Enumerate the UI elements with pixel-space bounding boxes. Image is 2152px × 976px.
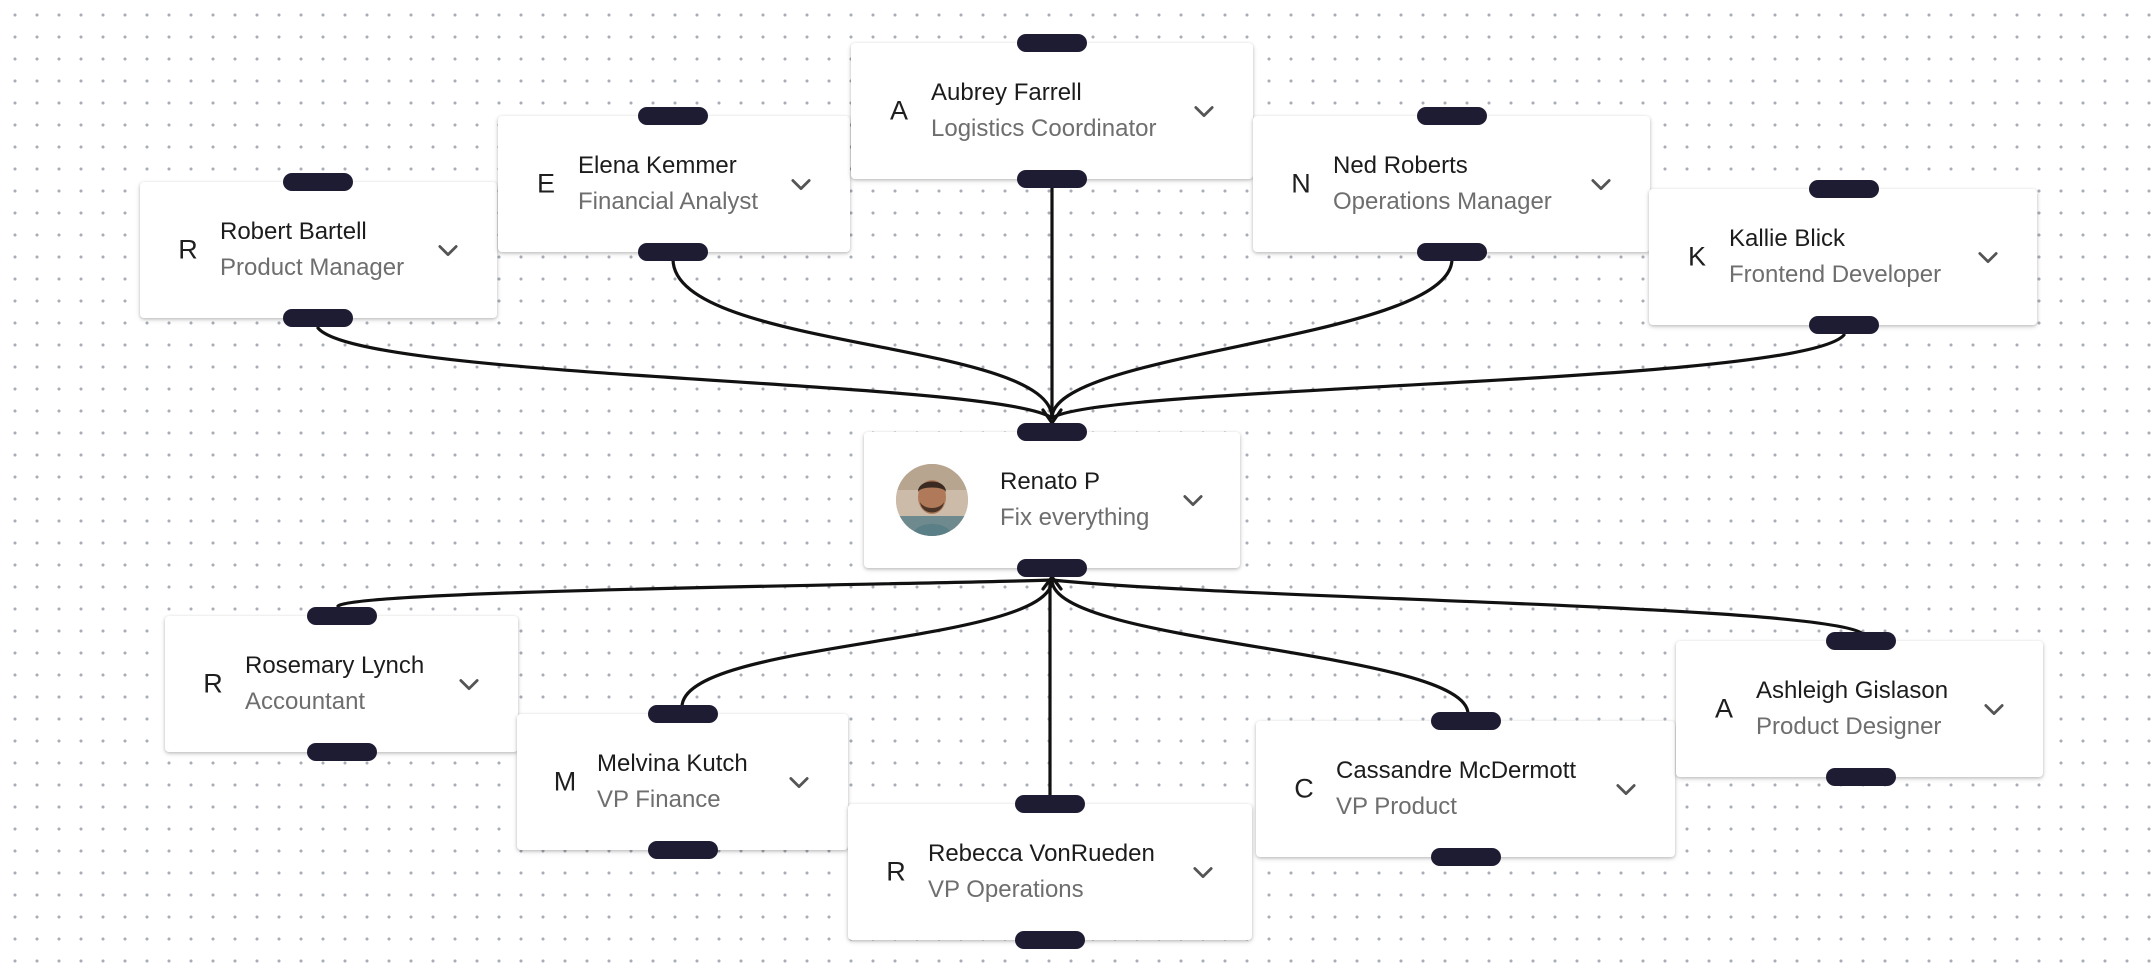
edge-ned-roberts (1050, 257, 1454, 420)
org-node[interactable]: R Robert Bartell Product Manager (140, 173, 497, 327)
node-name: Elena Kemmer (578, 152, 737, 179)
source-handle[interactable] (1431, 848, 1501, 866)
edge-elena-kemmer (671, 257, 1054, 420)
avatar-initial: M (553, 766, 577, 797)
source-handle[interactable] (1017, 559, 1087, 577)
chevron-down-icon[interactable] (1587, 170, 1615, 198)
avatar-initial: R (203, 668, 223, 699)
org-node[interactable]: M Melvina Kutch VP Finance (517, 705, 848, 859)
edge-kallie-blick (1050, 333, 1846, 420)
node-title: VP Finance (597, 786, 721, 813)
node-name: Rosemary Lynch (245, 652, 425, 679)
source-handle[interactable] (1809, 316, 1879, 334)
avatar-initial: R (886, 856, 906, 887)
target-handle[interactable] (283, 173, 353, 191)
profile-photo-icon (896, 464, 968, 536)
target-handle[interactable] (1015, 795, 1085, 813)
node-name: Ashleigh Gislason (1756, 677, 1949, 704)
target-handle[interactable] (1017, 423, 1087, 441)
node-name: Melvina Kutch (597, 750, 748, 777)
avatar-photo (896, 464, 968, 536)
target-handle[interactable] (1431, 712, 1501, 730)
chevron-down-icon[interactable] (1190, 97, 1218, 125)
target-handle[interactable] (648, 705, 718, 723)
node-name: Aubrey Farrell (931, 79, 1082, 106)
target-handle[interactable] (1809, 180, 1879, 198)
source-handle[interactable] (648, 841, 718, 859)
source-handle[interactable] (307, 743, 377, 761)
source-handle[interactable] (1017, 170, 1087, 188)
node-title: Logistics Coordinator (931, 115, 1157, 142)
avatar-initial: A (889, 95, 908, 126)
source-handle[interactable] (1417, 243, 1487, 261)
org-node[interactable]: K Kallie Blick Frontend Developer (1649, 180, 2037, 334)
source-handle[interactable] (638, 243, 708, 261)
target-handle[interactable] (1826, 632, 1896, 650)
chevron-down-icon[interactable] (455, 670, 483, 698)
target-handle[interactable] (638, 107, 708, 125)
edge-ashleigh-gislason (1050, 578, 1865, 636)
node-title: Financial Analyst (578, 188, 759, 215)
node-title: Product Manager (220, 254, 405, 281)
chevron-down-icon[interactable] (785, 768, 813, 796)
source-handle[interactable] (283, 309, 353, 327)
node-title: Product Designer (1756, 713, 1942, 740)
source-handle[interactable] (1015, 931, 1085, 949)
node-name: Renato P (1000, 468, 1101, 495)
target-handle[interactable] (307, 607, 377, 625)
target-handle[interactable] (1417, 107, 1487, 125)
node-title: Operations Manager (1333, 188, 1552, 215)
avatar-initial: R (178, 234, 198, 265)
org-node[interactable]: E Elena Kemmer Financial Analyst (498, 107, 850, 261)
node-title: VP Operations (928, 876, 1084, 903)
node-name: Robert Bartell (220, 218, 367, 245)
avatar-initial: K (1687, 241, 1706, 272)
org-node[interactable]: A Aubrey Farrell Logistics Coordinator (851, 34, 1253, 188)
org-node[interactable]: C Cassandre McDermott VP Product (1256, 712, 1675, 866)
chevron-down-icon[interactable] (434, 236, 462, 264)
org-node[interactable]: R Rebecca VonRueden VP Operations (848, 795, 1252, 949)
source-handle[interactable] (1826, 768, 1896, 786)
node-title: Frontend Developer (1729, 261, 1942, 288)
chevron-down-icon[interactable] (787, 170, 815, 198)
node-title: Accountant (245, 688, 366, 715)
avatar-initial: N (1291, 168, 1311, 199)
org-node-center[interactable]: Renato P Fix everything (864, 423, 1240, 577)
node-title: VP Product (1336, 793, 1457, 820)
node-name: Cassandre McDermott (1336, 757, 1577, 784)
edge-robert-bartell (316, 326, 1054, 420)
edge-rosemary-lynch (336, 578, 1054, 608)
edge-cassandre-mcdermott (1050, 578, 1470, 716)
avatar-initial: C (1294, 773, 1314, 804)
node-name: Ned Roberts (1333, 152, 1468, 179)
node-name: Kallie Blick (1729, 225, 1846, 252)
target-handle[interactable] (1017, 34, 1087, 52)
chevron-down-icon[interactable] (1980, 695, 2008, 723)
chevron-down-icon[interactable] (1974, 243, 2002, 271)
avatar-initial: A (1714, 693, 1733, 724)
arrow-head-bottom (1041, 575, 1063, 591)
avatar-initial: E (536, 168, 555, 199)
chevron-down-icon[interactable] (1189, 858, 1217, 886)
edge-melvina-kutch (680, 578, 1054, 709)
org-node[interactable]: R Rosemary Lynch Accountant (165, 607, 518, 761)
org-node[interactable]: A Ashleigh Gislason Product Designer (1676, 632, 2043, 786)
node-title: Fix everything (1000, 504, 1150, 531)
org-node[interactable]: N Ned Roberts Operations Manager (1253, 107, 1650, 261)
chevron-down-icon[interactable] (1179, 486, 1207, 514)
node-name: Rebecca VonRueden (928, 840, 1155, 867)
chevron-down-icon[interactable] (1612, 775, 1640, 803)
